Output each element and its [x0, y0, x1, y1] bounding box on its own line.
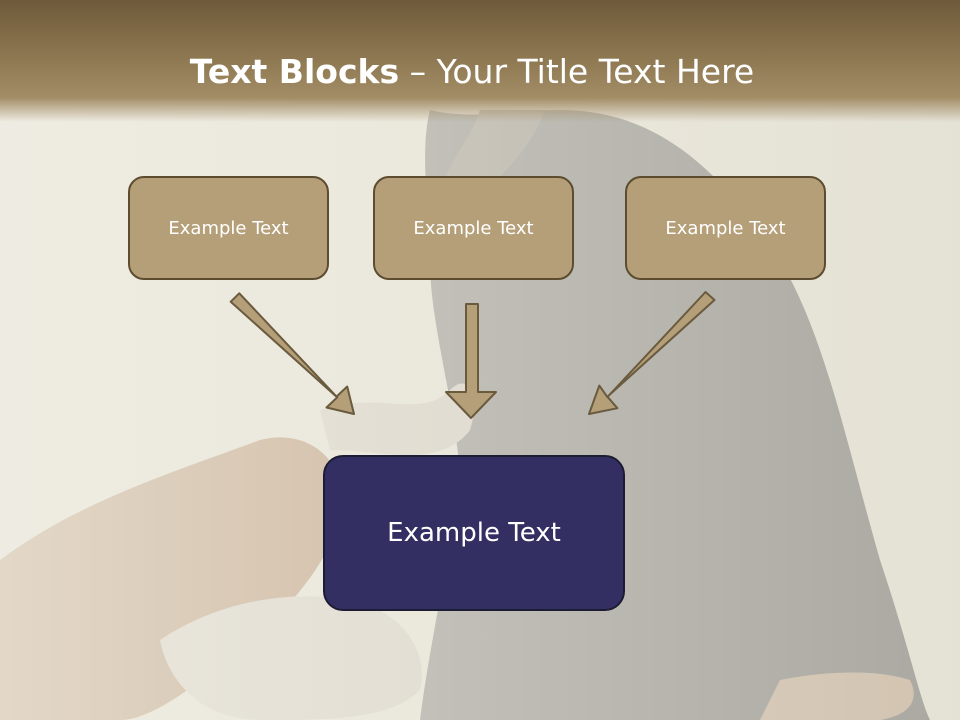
text-block-1: Example Text: [128, 176, 329, 280]
text-block-2-label: Example Text: [413, 217, 534, 239]
slide-title: Text Blocks – Your Title Text Here: [0, 52, 944, 91]
arrow-center-down: [445, 303, 497, 419]
title-bar: [0, 0, 960, 122]
title-rest: Your Title Text Here: [436, 52, 755, 91]
text-block-3-label: Example Text: [665, 217, 786, 239]
text-block-3: Example Text: [625, 176, 826, 280]
target-block-label: Example Text: [387, 518, 561, 548]
title-bold: Text Blocks: [189, 52, 400, 91]
arrow-left-diagonal: [229, 292, 355, 415]
text-block-1-label: Example Text: [168, 217, 289, 239]
title-separator: –: [399, 52, 437, 91]
target-block: Example Text: [323, 455, 625, 611]
arrow-right-diagonal: [588, 291, 716, 415]
text-block-2: Example Text: [373, 176, 574, 280]
